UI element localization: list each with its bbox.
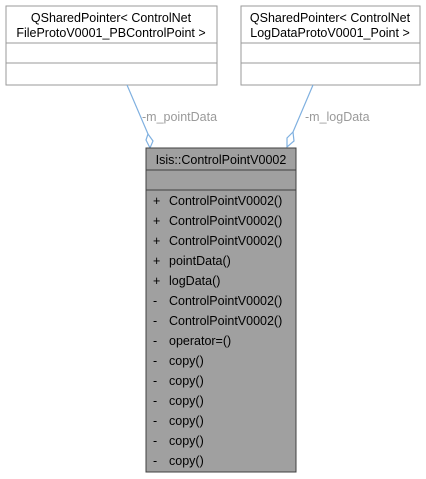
- method-visibility: -: [153, 294, 157, 308]
- method-visibility: +: [153, 194, 160, 208]
- class-box-control-point-v0002[interactable]: Isis::ControlPointV0002 +ControlPointV00…: [145, 147, 297, 473]
- method-row[interactable]: + logData(): [153, 274, 220, 288]
- edge-label: -m_pointData: [142, 110, 217, 124]
- method-row[interactable]: + ControlPointV0002(): [153, 214, 282, 228]
- method-name: logData(): [169, 274, 220, 288]
- class-name-line-1: QSharedPointer< ControlNet: [31, 11, 192, 25]
- method-row[interactable]: -ControlPointV0002(): [153, 294, 282, 308]
- method-visibility: +: [153, 234, 160, 248]
- class-name-line-2: FileProtoV0001_PBControlPoint >: [16, 26, 205, 40]
- method-name: copy(): [169, 414, 204, 428]
- method-visibility: +: [153, 214, 160, 228]
- method-visibility: -: [153, 374, 157, 388]
- class-box-log-data-pointer[interactable]: QSharedPointer< ControlNet LogDataProtoV…: [240, 5, 421, 86]
- aggregation-diamond-icon: [286, 130, 295, 149]
- method-name: copy(): [169, 434, 204, 448]
- edge-label: -m_logData: [305, 110, 370, 124]
- method-name: ControlPointV0002(): [169, 294, 282, 308]
- class-name-line-2: LogDataProtoV0001_Point >: [250, 26, 410, 40]
- aggregation-diamond-icon: [145, 132, 154, 150]
- method-row[interactable]: -operator=(): [153, 334, 231, 348]
- method-visibility: +: [153, 254, 160, 268]
- method-list: + ControlPointV0002() + ControlPointV0002()…: [153, 194, 282, 468]
- method-row[interactable]: -copy(): [153, 434, 204, 448]
- method-row[interactable]: -copy(): [153, 374, 204, 388]
- class-box-frame: [145, 147, 297, 473]
- method-row[interactable]: -copy(): [153, 454, 204, 468]
- method-visibility: -: [153, 354, 157, 368]
- method-name: ControlPointV0002(): [169, 194, 282, 208]
- class-name-line-1: QSharedPointer< ControlNet: [250, 11, 411, 25]
- method-name: ControlPointV0002(): [169, 314, 282, 328]
- method-name: pointData(): [169, 254, 231, 268]
- class-box-frame: [240, 5, 421, 86]
- method-name: ControlPointV0002(): [169, 234, 282, 248]
- method-row[interactable]: + ControlPointV0002(): [153, 234, 282, 248]
- method-name: ControlPointV0002(): [169, 214, 282, 228]
- method-row[interactable]: -copy(): [153, 394, 204, 408]
- method-name: copy(): [169, 374, 204, 388]
- method-visibility: -: [153, 334, 157, 348]
- edge-line: [292, 84, 314, 133]
- method-row[interactable]: -copy(): [153, 354, 204, 368]
- method-name: operator=(): [169, 334, 231, 348]
- method-visibility: -: [153, 314, 157, 328]
- edge-point-data: -m_pointData: [126, 84, 217, 150]
- class-box-frame: [5, 5, 218, 86]
- class-box-point-data-pointer[interactable]: QSharedPointer< ControlNet FileProtoV000…: [5, 5, 218, 86]
- method-visibility: +: [153, 274, 160, 288]
- method-visibility: -: [153, 454, 157, 468]
- method-name: copy(): [169, 454, 204, 468]
- method-name: copy(): [169, 354, 204, 368]
- method-visibility: -: [153, 434, 157, 448]
- method-visibility: -: [153, 394, 157, 408]
- method-row[interactable]: -copy(): [153, 414, 204, 428]
- method-visibility: -: [153, 414, 157, 428]
- method-row[interactable]: + ControlPointV0002(): [153, 194, 282, 208]
- class-name: Isis::ControlPointV0002: [156, 153, 287, 167]
- method-name: copy(): [169, 394, 204, 408]
- edge-line: [126, 84, 149, 135]
- method-row[interactable]: -ControlPointV0002(): [153, 314, 282, 328]
- method-row[interactable]: + pointData(): [153, 254, 231, 268]
- edge-log-data: -m_logData: [286, 84, 370, 149]
